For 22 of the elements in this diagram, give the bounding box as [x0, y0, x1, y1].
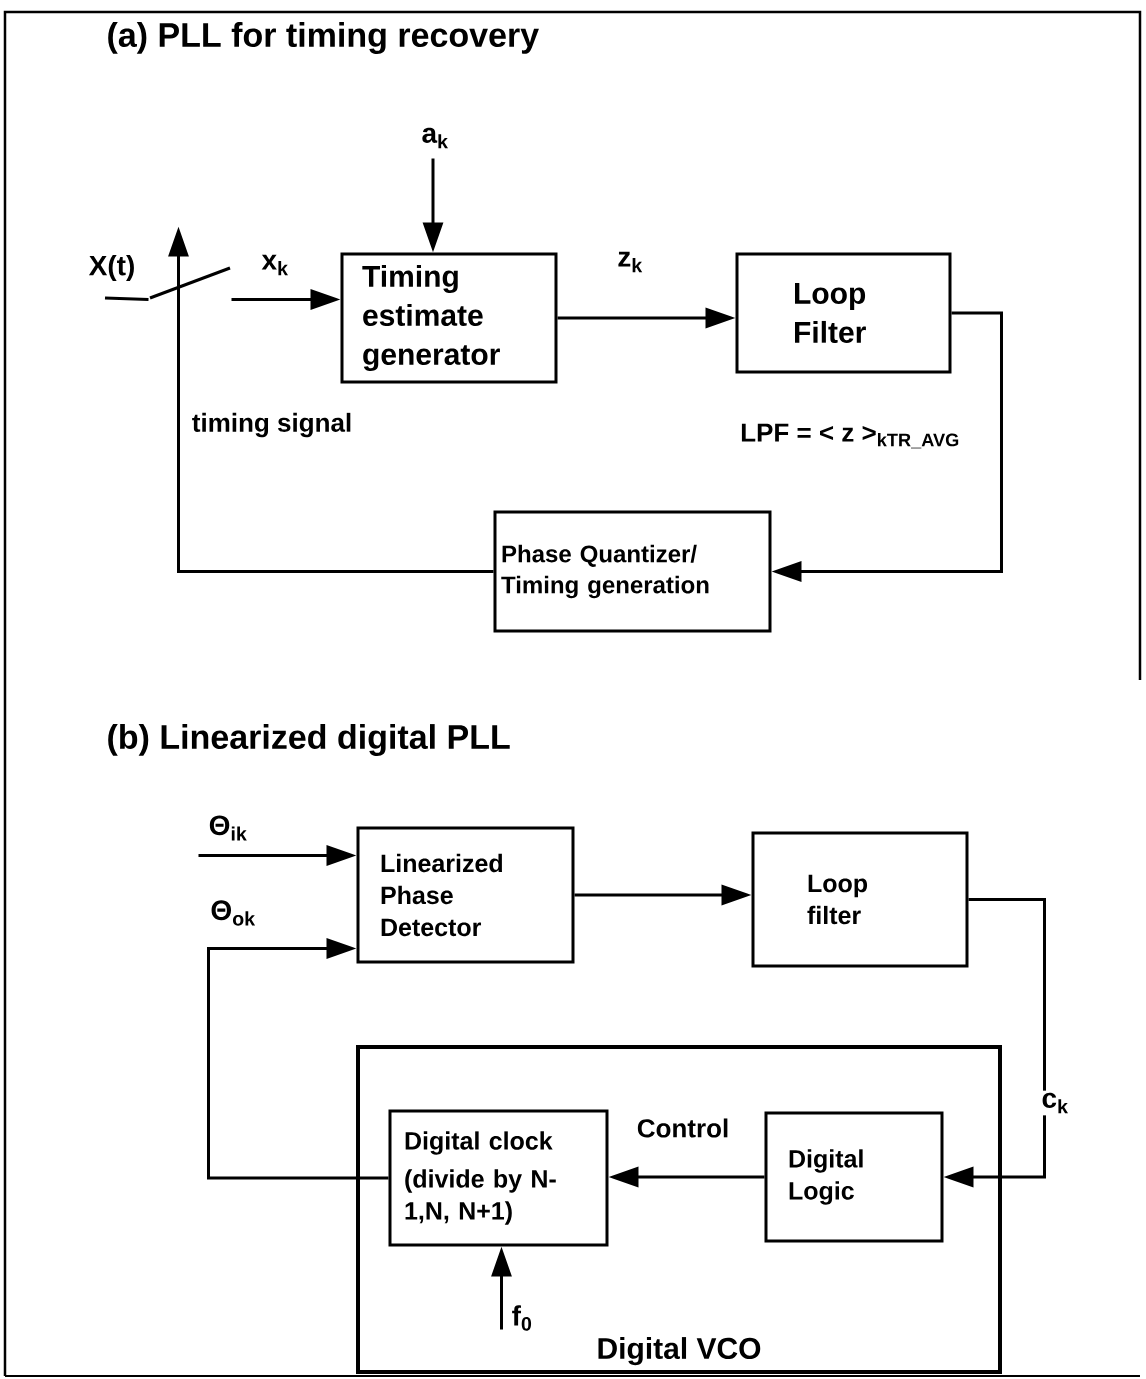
- edge-label: z$_{k}$: [615, 249, 645, 275]
- edge-label: f$_{0}$: [509, 1303, 535, 1333]
- sampler-switch: [149, 266, 231, 300]
- edge-label: Θ$_{ok}$: [208, 898, 258, 928]
- edge-label: c$_{k}$: [1039, 1090, 1071, 1116]
- process-box: Timing estimate generator: [340, 252, 558, 384]
- edge-label: Control: [634, 1116, 732, 1140]
- edge-label: x$_{k}$: [259, 252, 291, 278]
- process-box: Loop filter: [751, 831, 969, 968]
- panel-title: (a) PLL for timing recovery: [108, 22, 539, 54]
- process-box: Digital clock (divide by N-1,N, N+1): [388, 1109, 609, 1247]
- edge-label: a$_{k}$: [419, 125, 451, 151]
- process-box: Loop Filter: [735, 252, 952, 374]
- arrow: [207, 938, 389, 1180]
- process-box: Digital Logic: [764, 1111, 944, 1243]
- edge-label: Θ$_{ik}$: [206, 813, 250, 843]
- process-box: Linearized Phase Detector: [356, 826, 575, 964]
- edge-label: LPF = < z >$_{kTR_AVG}$: [738, 421, 962, 451]
- edge-label: timing signal: [189, 410, 355, 440]
- process-box: Phase Quantizer/ Timing generation: [493, 510, 772, 633]
- panel-title: (b) Linearized digital PLL: [108, 724, 510, 756]
- edge-label: X(t): [86, 252, 138, 284]
